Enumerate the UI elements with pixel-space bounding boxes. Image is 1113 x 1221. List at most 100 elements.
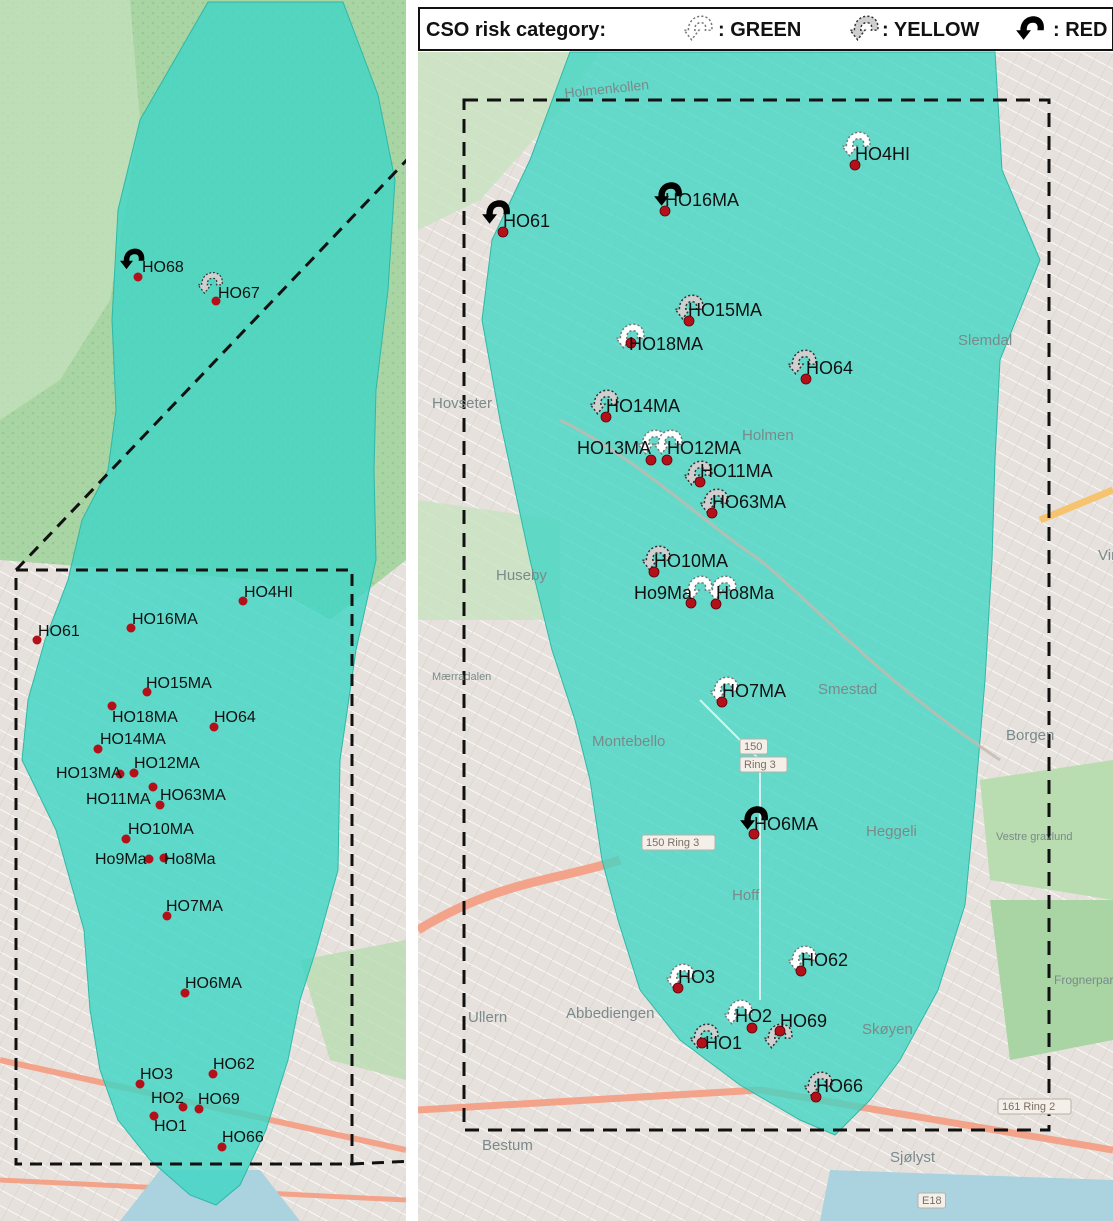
legend-title: CSO risk category: xyxy=(426,19,606,41)
overview-station-ho11ma: HO11MA xyxy=(86,782,158,808)
overview-station-ho69: HO69 xyxy=(194,1091,240,1114)
detail-point xyxy=(795,965,807,977)
overview-label: HO11MA xyxy=(86,791,151,808)
detail-label: HO2 xyxy=(735,1006,772,1026)
detail-point xyxy=(600,411,612,423)
detail-label: HO66 xyxy=(816,1076,863,1096)
overview-station-ho18ma: HO18MA xyxy=(107,701,178,726)
overview-label: HO7MA xyxy=(166,898,223,915)
overview-point xyxy=(178,1102,188,1112)
road-shield-text: 150 Ring 3 xyxy=(646,837,699,849)
overview-point xyxy=(217,1142,227,1152)
detail-point xyxy=(659,205,671,217)
overview-label: Ho9Ma xyxy=(95,851,147,868)
overview-point xyxy=(142,687,152,697)
place-label: Frognerparken xyxy=(1054,973,1113,987)
detail-point xyxy=(810,1091,822,1103)
overview-station-ho68: HO68 xyxy=(120,248,184,282)
detail-station-ho62: HO62 xyxy=(787,945,848,977)
overview-point xyxy=(126,623,136,633)
detail-label: Ho9Ma xyxy=(634,583,693,603)
detail-station-ho4hi: HO4HI xyxy=(841,131,910,171)
detail-map: HolmenkollenSlemdalHovseterHolmenHusebyV… xyxy=(415,51,1113,1221)
detail-label: HO14MA xyxy=(606,396,680,416)
overview-station-ho6ma: HO6MA xyxy=(180,975,242,998)
overview-station-ho14ma: HO14MA xyxy=(93,731,166,754)
overview-label: HO16MA xyxy=(132,611,198,628)
detail-label: HO13MA xyxy=(577,438,651,458)
detail-point xyxy=(746,1022,758,1034)
overview-station-ho10ma: HO10MA xyxy=(121,821,194,844)
overview-zoom-frame xyxy=(14,568,354,1166)
overview-label: HO63MA xyxy=(160,787,226,804)
detail-station-ho10ma: HO10MA xyxy=(641,545,728,578)
zoom-connector-top xyxy=(14,98,466,572)
detail-point xyxy=(694,476,706,488)
detail-station-ho15ma: HO15MA xyxy=(674,294,762,327)
overview-label: HO4HI xyxy=(244,584,293,601)
overview-label: HO61 xyxy=(38,623,80,640)
place-label: Hoff xyxy=(732,887,760,904)
detail-label: HO15MA xyxy=(688,300,762,320)
detail-label: HO7MA xyxy=(722,681,786,701)
place-label: Hovseter xyxy=(432,395,492,412)
overview-station-ho66: HO66 xyxy=(217,1129,264,1152)
overview-point xyxy=(93,744,103,754)
overview-catchment xyxy=(21,1,396,1206)
overview-label: HO10MA xyxy=(128,821,194,838)
overview-label: HO66 xyxy=(222,1129,264,1146)
place-label: Borgen xyxy=(1006,727,1054,744)
road-shield-text: 161 Ring 2 xyxy=(1002,1101,1055,1113)
place-label: Heggeli xyxy=(866,823,917,840)
overview-station-ho7ma: HO7MA xyxy=(162,898,223,921)
detail-point xyxy=(672,982,684,994)
detail-station-ho7ma: HO7MA xyxy=(709,676,786,708)
place-label: Ullern xyxy=(468,1009,507,1026)
detail-label: HO6MA xyxy=(754,814,818,834)
overview-point xyxy=(32,635,42,645)
detail-station-ho64: HO64 xyxy=(787,349,853,385)
detail-label: HO3 xyxy=(678,967,715,987)
detail-label: HO1 xyxy=(705,1033,742,1053)
overview-point xyxy=(115,769,125,779)
road-shield: 150 xyxy=(739,738,768,755)
place-label: Montebello xyxy=(592,733,665,750)
overview-point xyxy=(159,853,169,863)
detail-label: HO16MA xyxy=(665,190,739,210)
road-shield: E18 xyxy=(917,1192,946,1209)
overview-station-ho62: HO62 xyxy=(208,1056,255,1079)
overview-station-ho64: HO64 xyxy=(209,709,256,732)
overview-label: HO13MA xyxy=(56,765,122,782)
overview-station-ho2: HO2 xyxy=(151,1090,188,1112)
overview-station-ho13ma: HO13MA xyxy=(56,765,125,782)
detail-station-ho13ma: HO13MA xyxy=(577,429,667,466)
overview-station-ho9ma: Ho9Ma xyxy=(95,851,154,868)
overview-label: HO14MA xyxy=(100,731,166,748)
detail-point xyxy=(685,597,697,609)
road-shield: 161 Ring 2 xyxy=(997,1098,1072,1115)
overview-label: HO6MA xyxy=(185,975,242,992)
legend-red-label: : RED xyxy=(1053,19,1107,41)
detail-station-ho8ma: Ho8Ma xyxy=(707,575,775,610)
overview-point xyxy=(121,834,131,844)
road-shield: Ring 3 xyxy=(739,756,788,773)
detail-point xyxy=(748,828,760,840)
detail-point xyxy=(661,454,673,466)
detail-label: HO18MA xyxy=(629,334,703,354)
overview-station-ho8ma: Ho8Ma xyxy=(159,851,216,868)
place-label: Smestad xyxy=(818,681,877,698)
detail-point xyxy=(706,507,718,519)
detail-station-ho63ma: HO63MA xyxy=(699,488,786,519)
detail-label: Ho8Ma xyxy=(716,583,775,603)
overview-point xyxy=(209,722,219,732)
overview-point xyxy=(208,1069,218,1079)
detail-point xyxy=(497,226,509,238)
place-label: Mærradalen xyxy=(432,671,491,683)
detail-station-ho1: HO1 xyxy=(689,1023,742,1053)
overview-station-ho1: HO1 xyxy=(149,1111,187,1135)
overview-station-ho61: HO61 xyxy=(32,623,80,645)
detail-catchment xyxy=(481,51,1041,1136)
overview-point xyxy=(155,800,165,810)
overview-label: HO67 xyxy=(218,285,260,302)
